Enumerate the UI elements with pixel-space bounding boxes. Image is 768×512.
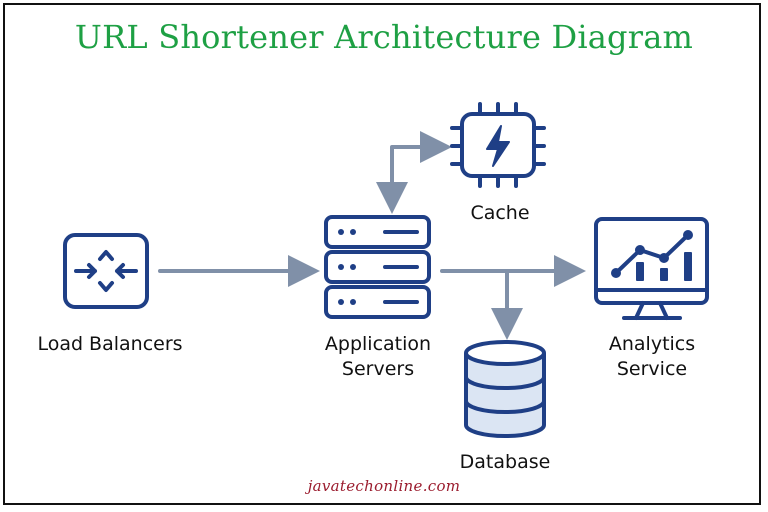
diagram-frame: [3, 3, 761, 505]
analytics-service-label-line1: Analytics: [608, 333, 696, 355]
arrow-app-to-cache: [390, 131, 452, 210]
database-label: Database: [459, 451, 551, 473]
load-balancers-label: Load Balancers: [37, 333, 183, 355]
cache-label: Cache: [470, 202, 530, 224]
server-stack-icon: [324, 215, 431, 319]
load-balancer-icon: [63, 233, 149, 309]
database-icon: [464, 340, 546, 438]
connectors: [158, 131, 586, 340]
cpu-bolt-icon: [450, 102, 546, 188]
monitor-chart-icon: [594, 217, 709, 320]
application-servers-label-line1: Application: [324, 333, 432, 355]
application-servers-label: Application Servers: [293, 332, 463, 382]
diagram-title: URL Shortener Architecture Diagram: [74, 18, 694, 56]
analytics-service-label: Analytics Service: [577, 332, 727, 382]
application-servers-label-line2: Servers: [341, 358, 415, 380]
footer-watermark: javatechonline.com: [307, 477, 461, 495]
analytics-service-label-line2: Service: [616, 358, 688, 380]
